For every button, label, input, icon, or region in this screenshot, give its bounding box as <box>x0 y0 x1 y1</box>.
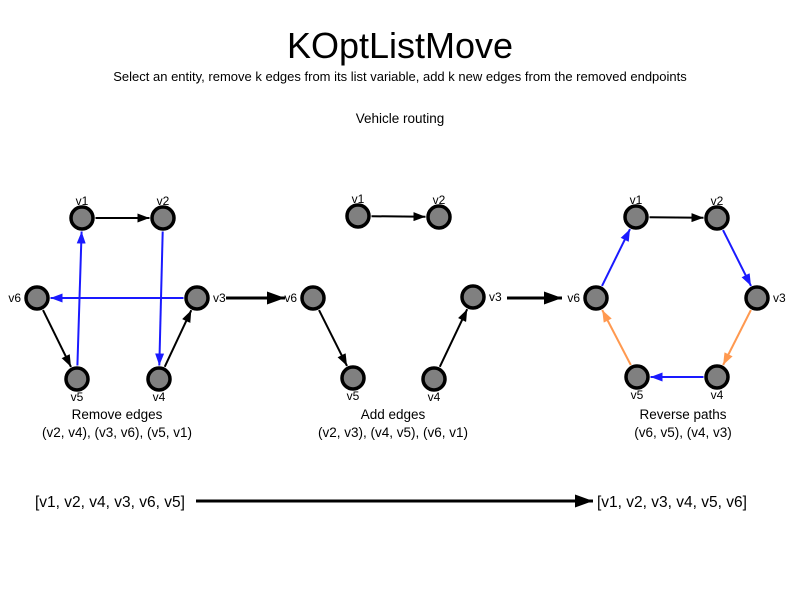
page-title: KOptListMove <box>287 25 513 66</box>
edge-v1-v2 <box>649 213 704 223</box>
remove-edges-caption-detail: (v2, v4), (v3, v6), (v5, v1) <box>42 425 192 440</box>
add-edges-graph-node-v5 <box>340 365 366 391</box>
edge-v6-v5 <box>42 309 72 368</box>
remove-edges-graph-label-v1: v1 <box>76 194 89 208</box>
add-edges-graph: v1 v2 v6 v3 v5 v4 <box>284 192 502 404</box>
remove-edges-graph-node-v5 <box>64 366 90 392</box>
reverse-paths-graph-node-v4 <box>704 364 730 390</box>
reverse-paths-graph-node-v5 <box>624 364 650 390</box>
remove-edges-graph-node-v3 <box>184 285 210 311</box>
remove-edges-graph-edges <box>42 213 193 368</box>
reverse-paths-caption-detail: (v6, v5), (v4, v3) <box>634 425 732 440</box>
edge-v4-v3 <box>438 308 469 368</box>
edge-v2-v3 <box>722 229 752 287</box>
remove-edges-graph-label-v3: v3 <box>213 291 226 305</box>
add-edges-graph-edges <box>318 212 469 368</box>
add-edges-graph-label-v4: v4 <box>428 390 441 404</box>
remove-edges-graph: v1 v2 v6 v3 v5 v4 <box>8 194 226 404</box>
edge-v6-v5 <box>318 309 348 367</box>
remove-edges-graph-label-v4: v4 <box>153 390 166 404</box>
remove-edges-graph-node-v2 <box>150 205 176 231</box>
reverse-paths-graph-node-v3 <box>744 285 770 311</box>
reverse-paths-graph-edges <box>601 213 752 382</box>
list-before: [v1, v2, v4, v3, v6, v5] <box>35 494 185 511</box>
reverse-paths-graph-label-v6: v6 <box>567 291 580 305</box>
remove-edges-caption-title: Remove edges <box>72 407 163 422</box>
list-after: [v1, v2, v3, v4, v5, v6] <box>597 494 747 511</box>
reverse-paths-caption-title: Reverse paths <box>639 407 726 422</box>
edge-v3-v4 <box>722 309 752 366</box>
reverse-paths-graph: v1 v2 v6 v3 v5 v4 <box>567 193 786 402</box>
remove-edges-graph-node-v1 <box>69 205 95 231</box>
edge-v6-v1 <box>601 228 631 287</box>
add-edges-caption-detail: (v2, v3), (v4, v5), (v6, v1) <box>318 425 468 440</box>
reverse-paths-graph-node-v2 <box>704 205 730 231</box>
reverse-paths-graph-label-v1: v1 <box>630 193 643 207</box>
edge-v4-v3 <box>163 309 193 368</box>
add-edges-caption-title: Add edges <box>361 407 426 422</box>
add-edges-graph-node-v6 <box>300 285 326 311</box>
page-subtitle: Select an entity, remove k edges from it… <box>113 69 687 84</box>
add-edges-graph-node-v2 <box>426 204 452 230</box>
section-label: Vehicle routing <box>356 111 445 126</box>
nodes-layer: v1 v2 v6 v3 v5 v4 v1 v2 v6 v3 v5 v4 v1 v2 v6 v3 v5 v4 <box>8 192 786 404</box>
remove-edges-graph-label-v2: v2 <box>157 194 170 208</box>
add-edges-graph-node-v4 <box>421 366 447 392</box>
reverse-paths-graph-label-v4: v4 <box>711 388 724 402</box>
add-edges-graph-label-v1: v1 <box>352 192 365 206</box>
edge-v5-v6 <box>601 309 632 366</box>
edges-layer <box>42 212 752 508</box>
add-edges-graph-label-v5: v5 <box>347 389 360 403</box>
add-edges-graph-label-v2: v2 <box>433 193 446 207</box>
add-edges-graph-label-v3: v3 <box>489 290 502 304</box>
reverse-paths-graph-label-v2: v2 <box>711 194 724 208</box>
reverse-paths-graph-node-v6 <box>583 285 609 311</box>
remove-edges-graph-node-v6 <box>24 285 50 311</box>
reverse-paths-graph-label-v5: v5 <box>631 388 644 402</box>
add-edges-graph-node-v3 <box>460 284 486 310</box>
remove-edges-graph-node-v4 <box>146 366 172 392</box>
add-edges-graph-node-v1 <box>345 203 371 229</box>
remove-edges-graph-label-v5: v5 <box>71 390 84 404</box>
remove-edges-graph-label-v6: v6 <box>8 291 21 305</box>
reverse-paths-graph-label-v3: v3 <box>773 291 786 305</box>
reverse-paths-graph-node-v1 <box>623 204 649 230</box>
edge-v1-v2 <box>371 212 426 222</box>
add-edges-graph-label-v6: v6 <box>284 291 297 305</box>
edge-v5-v1 <box>76 231 86 366</box>
